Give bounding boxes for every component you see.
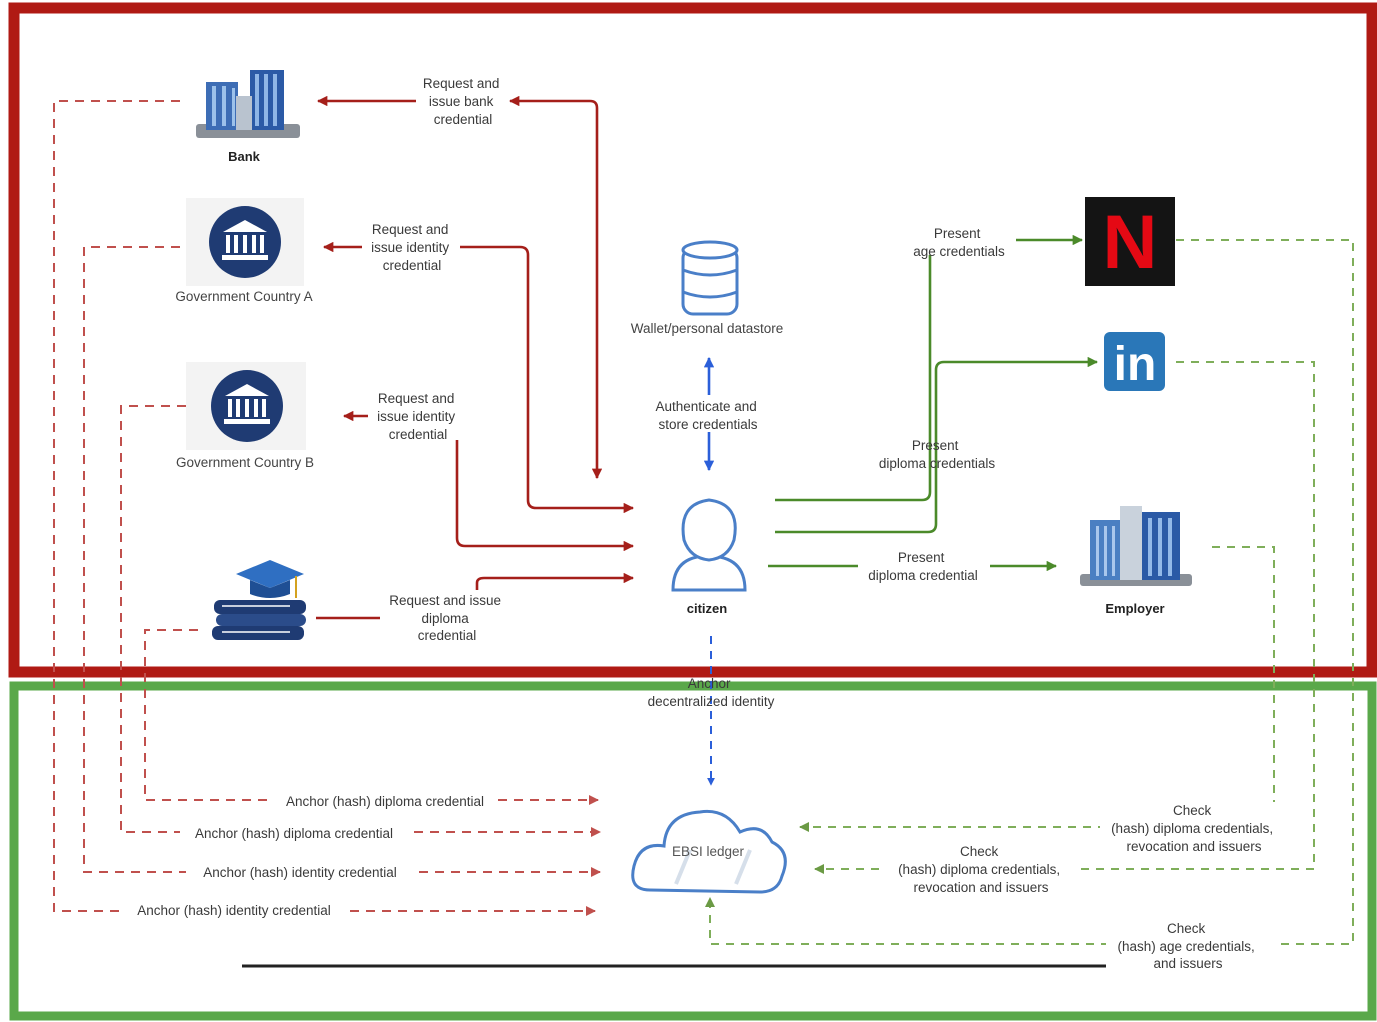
check-netflix-label: Check (hash) age credentials, and issuer… — [1117, 921, 1258, 971]
anchor-line-gov-a — [83, 246, 601, 877]
cloud-icon — [631, 809, 787, 894]
gov-b-request-label: Request and issue identity credential — [377, 391, 459, 442]
linkedin-logo-text: in — [1114, 338, 1157, 391]
university-issue-arrow — [475, 572, 635, 590]
anchor-labels: Anchor (hash) diploma credential Anchor … — [120, 792, 498, 918]
government-b-label: Government Country B — [176, 455, 314, 470]
present-age-arrow — [775, 240, 1082, 502]
university-request-label: Request and issue diploma credential — [389, 593, 505, 643]
ledger-zone-border — [9, 681, 1377, 1021]
ledger-label: EBSI ledger — [672, 844, 745, 859]
government-b-icon — [186, 362, 306, 450]
present-age-label: Present age credentials — [913, 226, 1005, 259]
check-linkedin-label: Check (hash) diploma credentials, revoca… — [898, 844, 1064, 895]
gov-b-issue-arrow — [455, 440, 635, 552]
present-diploma-employer-label: Present diploma credential — [868, 550, 978, 583]
wallet-label: Wallet/personal datastore — [631, 321, 784, 336]
employer-label: Employer — [1105, 601, 1164, 616]
anchor-line-bank — [53, 100, 596, 916]
office-building-icon — [1080, 506, 1192, 586]
anchor-line-gov-b — [120, 405, 601, 837]
netflix-logo-icon: N — [1085, 197, 1175, 286]
anchor-label-4: Anchor (hash) identity credential — [137, 903, 331, 918]
gov-a-request-label: Request and issue identity credential — [371, 222, 453, 273]
person-icon — [671, 498, 747, 592]
present-diploma-linkedin-arrow — [775, 356, 1099, 534]
linkedin-logo-icon: in — [1104, 332, 1165, 391]
bank-issue-arrow — [508, 95, 603, 480]
government-a-label: Government Country A — [175, 289, 312, 304]
bank-building-icon — [196, 70, 300, 138]
bank-request-label: Request and issue bank credential — [423, 76, 503, 127]
check-line-employer — [799, 546, 1275, 832]
anchor-label-2: Anchor (hash) diploma credential — [195, 826, 393, 841]
anchor-line-university — [144, 629, 599, 805]
government-a-icon — [186, 198, 304, 286]
anchor-did-label: Anchor decentralized identity — [648, 676, 775, 709]
citizen-label: citizen — [687, 601, 728, 616]
graduation-cap-books-icon — [212, 560, 306, 640]
bank-label: Bank — [228, 149, 261, 164]
anchor-label-3: Anchor (hash) identity credential — [203, 865, 397, 880]
anchor-label-1: Anchor (hash) diploma credential — [286, 794, 484, 809]
check-employer-label: Check (hash) diploma credentials, revoca… — [1111, 803, 1277, 854]
authenticate-label: Authenticate and store credentials — [655, 399, 760, 432]
check-line-linkedin — [814, 361, 1315, 874]
present-diploma-linkedin-label: Present diploma credentials — [879, 438, 996, 471]
netflix-logo-text: N — [1103, 200, 1158, 285]
database-icon — [681, 240, 739, 316]
issuer-zone-border — [8, 2, 1377, 678]
gov-a-issue-arrow — [460, 245, 635, 514]
